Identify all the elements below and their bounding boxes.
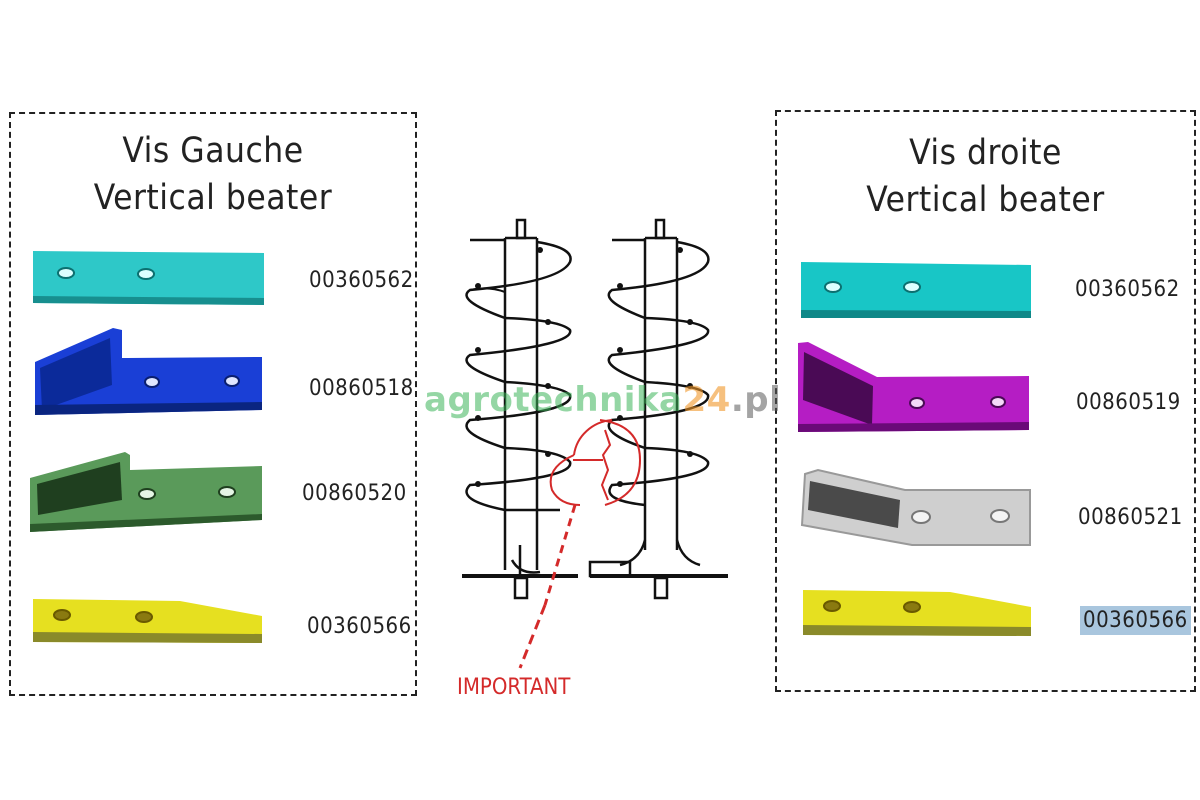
watermark: agrotechnika24.pl [424, 380, 781, 420]
right-panel: Vis droite Vertical beater [775, 110, 1196, 692]
part-00860518-image [35, 328, 262, 415]
part-number-right-4-highlighted: 00360566 [1080, 606, 1191, 635]
part-00360562-left-image [33, 251, 264, 305]
part-number-right-3: 00860521 [1078, 505, 1183, 530]
right-title-line1: Vis droite [909, 133, 1062, 173]
part-00860520-image [30, 452, 262, 532]
left-title-line2: Vertical beater [93, 178, 333, 218]
right-auger [588, 218, 728, 600]
part-00360566-right-image [803, 590, 1031, 636]
right-auger-bolts [617, 247, 693, 487]
left-auger [462, 218, 578, 600]
important-callout [518, 419, 642, 669]
watermark-part-b: 24 [682, 380, 731, 420]
watermark-part-a: agrotechnika [424, 380, 683, 420]
left-title-line1: Vis Gauche [122, 131, 304, 171]
part-number-right-1: 00360562 [1075, 277, 1180, 302]
part-number-left-2: 00860518 [309, 376, 414, 401]
left-panel-title: Vis Gauche Vertical beater [11, 128, 415, 222]
part-00860521-image [800, 468, 1031, 546]
part-number-left-3: 00860520 [302, 481, 407, 506]
right-title-line2: Vertical beater [866, 180, 1105, 220]
part-00360562-right-image [801, 262, 1031, 318]
part-number-left-1: 00360562 [309, 268, 414, 293]
part-number-left-4: 00360566 [307, 614, 412, 639]
left-panel: Vis Gauche Vertical beater [9, 112, 417, 696]
important-label: IMPORTANT [457, 675, 571, 700]
part-00860519-image [798, 342, 1029, 432]
right-panel-title: Vis droite Vertical beater [777, 130, 1194, 224]
part-00360566-left-image [33, 599, 262, 643]
watermark-part-c: .pl [730, 380, 782, 420]
part-number-right-2: 00860519 [1076, 390, 1181, 415]
left-auger-bolts [475, 247, 551, 487]
